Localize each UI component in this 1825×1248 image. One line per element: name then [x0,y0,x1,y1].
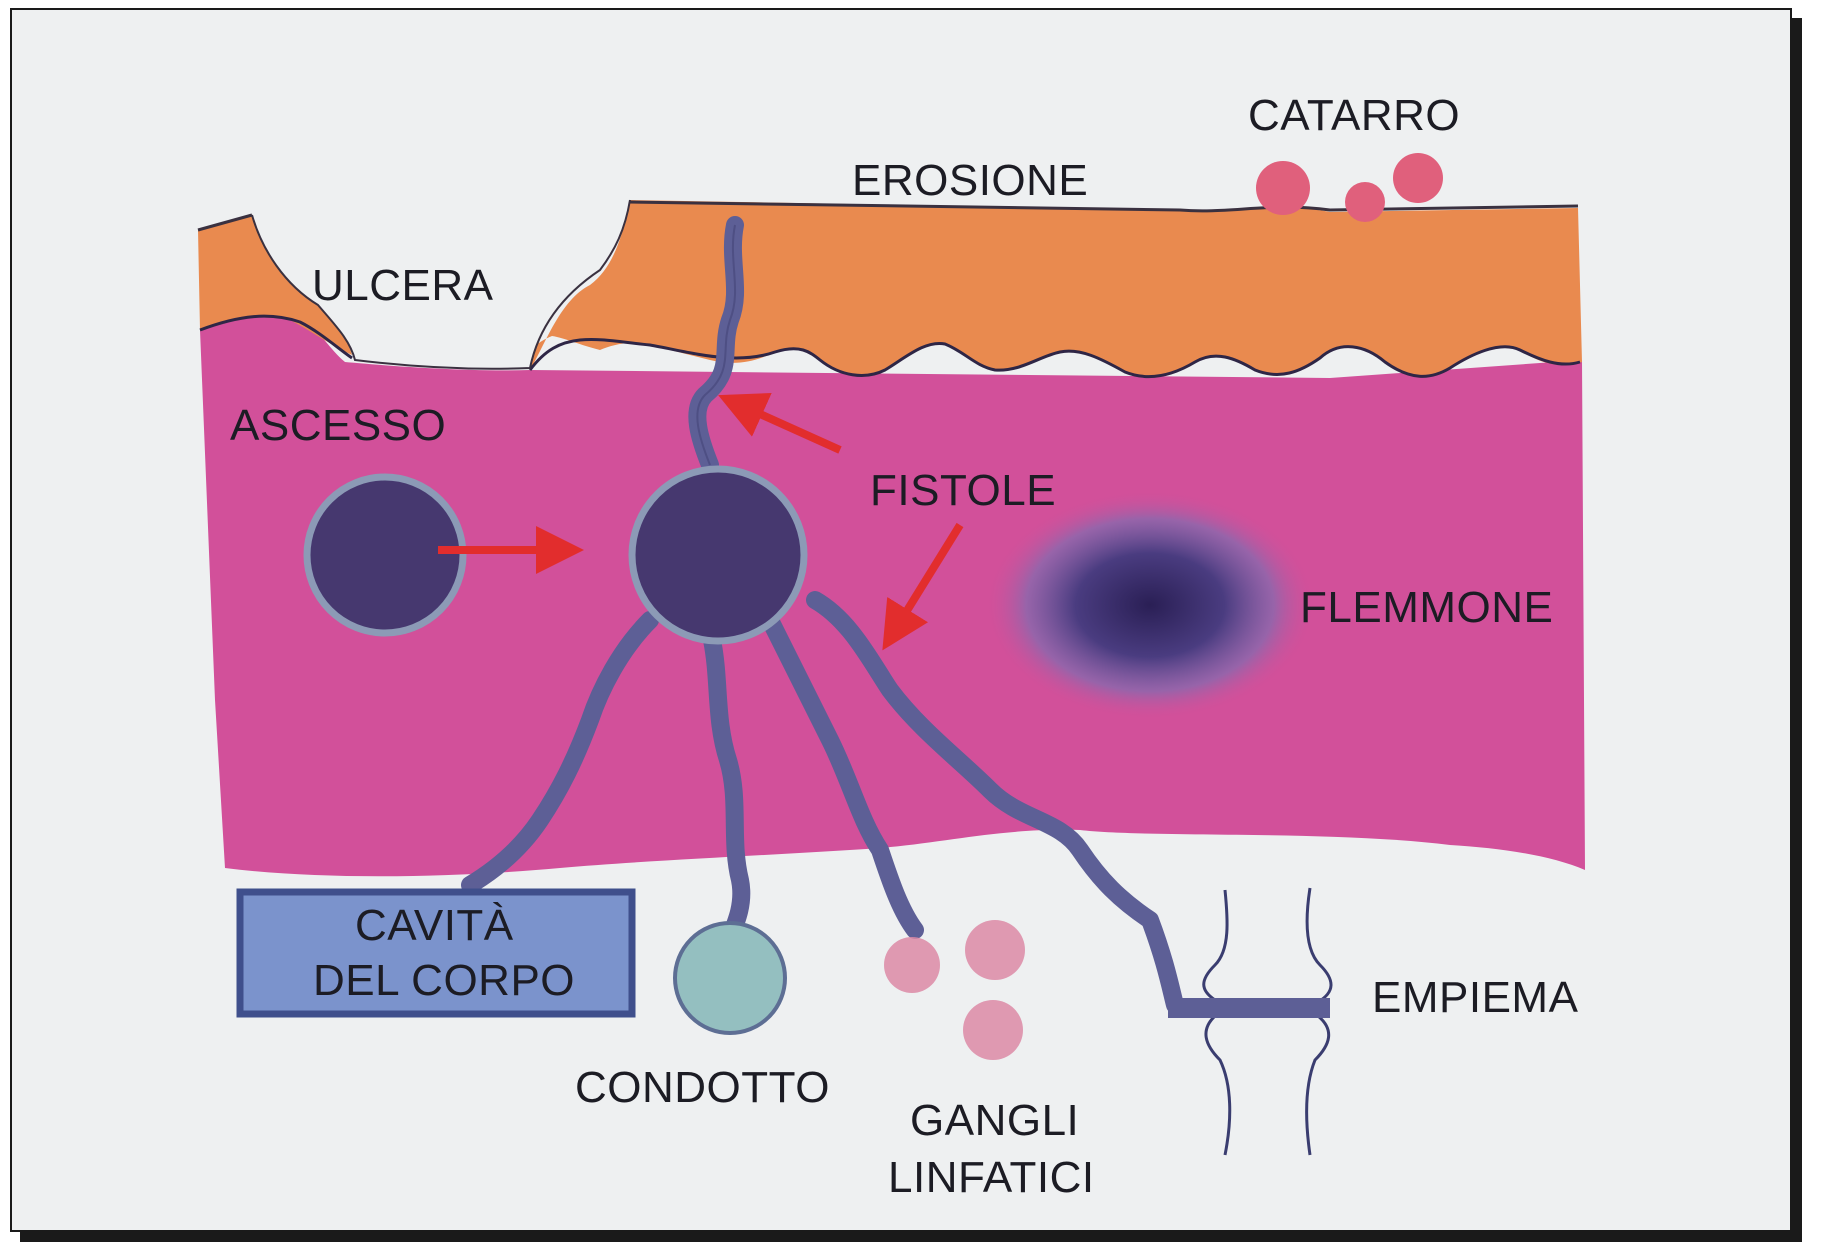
label-gangli-line1: GANGLI [910,1096,1079,1145]
label-erosione: EROSIONE [852,156,1088,205]
label-cavita-line1: CAVITÀ [355,901,514,950]
label-fistole: FISTOLE [870,466,1056,515]
label-flemmone: FLEMMONE [1300,583,1553,632]
duct [675,923,785,1033]
phlegmon [985,490,1315,720]
joint-space [1168,998,1330,1018]
label-empiema: EMPIEMA [1372,973,1579,1022]
label-gangli-line2: LINFATICI [888,1153,1095,1202]
label-condotto: CONDOTTO [575,1063,830,1112]
label-cavita-line2: DEL CORPO [313,956,575,1005]
lymph-node [884,937,940,993]
mucus-drop [1345,182,1385,222]
mucus-drop [1393,153,1443,203]
abscess [307,477,463,633]
label-catarro: CATARRO [1248,91,1460,140]
epithelium-layer-main [526,200,1582,377]
lymph-node [965,920,1025,980]
lymph-node [963,1000,1023,1060]
label-ascesso: ASCESSO [230,401,446,450]
label-ulcera: ULCERA [312,261,494,310]
joint [1204,888,1331,1155]
mucus-drop [1256,161,1310,215]
central-abscess [632,469,804,641]
